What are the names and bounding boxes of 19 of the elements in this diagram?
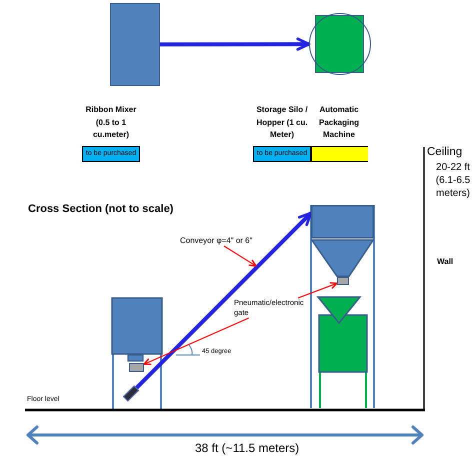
mixer-box: [110, 3, 160, 86]
equipment-label: Automatic Packaging Machine: [318, 104, 360, 141]
leader-line: [298, 282, 338, 299]
status-tag: [311, 146, 368, 162]
ceiling-label: Ceiling: [427, 146, 462, 160]
flow-arrow: [160, 38, 310, 51]
height-dimension: 20-22 ft (6.1-6.5 meters): [434, 161, 472, 200]
gate-valve: [337, 277, 349, 285]
width-dimension: 38 ft (~11.5 meters): [195, 442, 300, 456]
section-heading: Cross Section (not to scale): [28, 203, 174, 216]
gate-valve: [129, 363, 144, 372]
leader-line: [224, 246, 257, 267]
callout-text: Conveyor φ=4" or 6": [180, 236, 252, 246]
wall-label: Wall: [437, 257, 454, 266]
leader-line: [143, 318, 250, 366]
equipment-label: Ribbon Mixer (0.5 to 1 cu.meter): [84, 104, 138, 141]
conveyor-arrow: [135, 212, 312, 390]
silo-drawing: [311, 205, 374, 277]
equipment-label: Storage Silo / Hopper (1 cu. Meter): [255, 104, 309, 141]
